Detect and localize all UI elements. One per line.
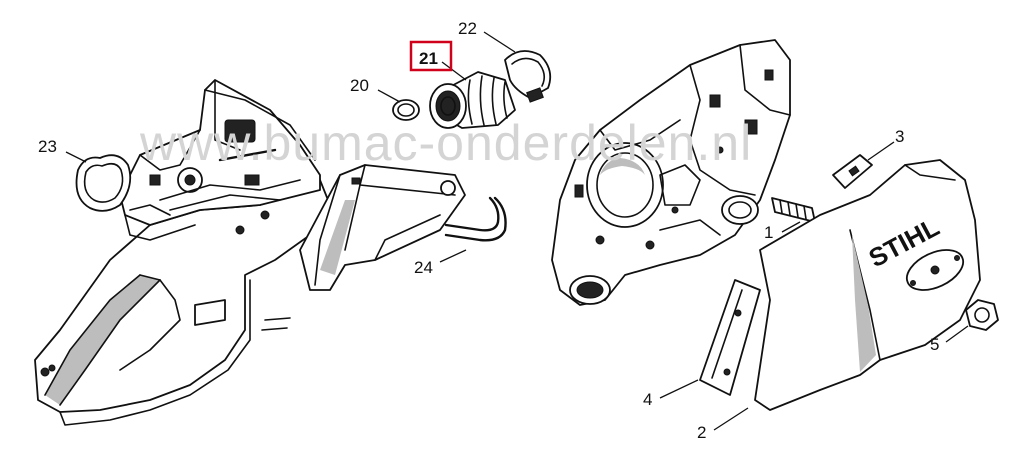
callout-4: 4: [643, 390, 652, 409]
nut-5: [965, 299, 999, 331]
intake-manifold-21: [429, 71, 516, 129]
callout-22: 22: [458, 19, 477, 38]
pad-3: [832, 154, 873, 189]
callout-1: 1: [764, 223, 773, 242]
stud-1: [771, 197, 816, 223]
guard-strip-4: [699, 279, 761, 396]
ring-20: [392, 99, 420, 121]
callout-20: 20: [350, 76, 369, 95]
watermark: www.bumac-onderdelen.nl: [139, 115, 752, 171]
callouts: 23 20 21 22 24 1 3 4 5 2: [38, 19, 939, 442]
callout-5: 5: [930, 335, 939, 354]
callout-3: 3: [895, 127, 904, 146]
hose-24: [444, 196, 507, 242]
leader-lines: [65, 31, 969, 431]
gasket-23: [75, 154, 132, 212]
callout-2: 2: [697, 423, 706, 442]
callout-24: 24: [414, 258, 433, 277]
callout-21-highlight: [409, 40, 453, 72]
callout-23: 23: [38, 137, 57, 156]
clamp-22: [504, 50, 552, 103]
crankcase: [551, 39, 791, 306]
callout-21: 21: [419, 49, 438, 68]
sprocket-cover-2: STIHL: [754, 159, 981, 411]
handle-housing: [34, 79, 466, 426]
